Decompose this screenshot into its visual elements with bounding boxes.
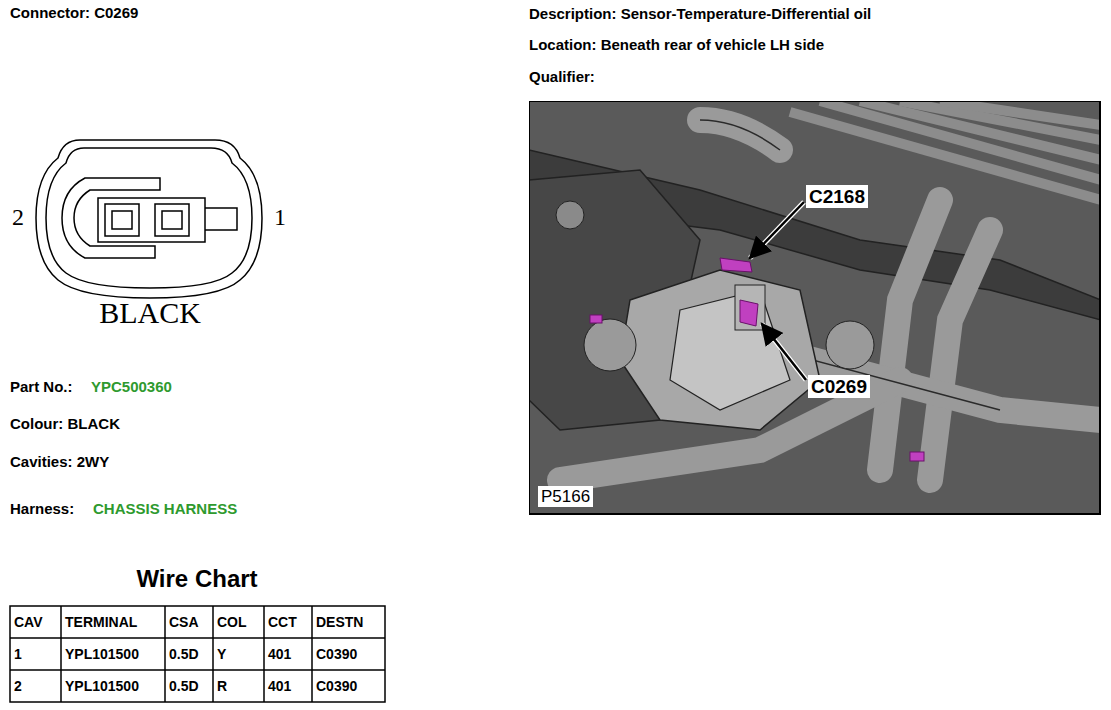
field-label: Qualifier: <box>529 69 595 84</box>
field-label: Description: Sensor-Temperature-Differen… <box>529 6 871 21</box>
harness-name: CHASSIS HARNESS <box>93 501 237 516</box>
table-cell: 2 <box>14 679 22 693</box>
pin-number: 1 <box>274 205 286 229</box>
table-cell: R <box>217 679 227 693</box>
table-cell: C0390 <box>316 679 357 693</box>
field-label: Harness: <box>10 501 74 516</box>
table-title: Wire Chart <box>136 567 257 591</box>
table-header: CCT <box>268 615 297 629</box>
table-cell: 0.5D <box>169 647 199 661</box>
figure-id: P5166 <box>538 486 593 507</box>
table-cell: 0.5D <box>169 679 199 693</box>
table-cell: YPL101500 <box>65 647 139 661</box>
table-header: CAV <box>14 615 43 629</box>
wire-chart-grid <box>10 606 385 702</box>
part-number: YPC500360 <box>91 379 172 394</box>
table-header: CSA <box>169 615 199 629</box>
callout-label: C0269 <box>808 375 870 398</box>
table-cell: 1 <box>14 647 22 661</box>
connector-colour: BLACK <box>99 298 201 328</box>
leader-arrow <box>750 202 806 380</box>
table-cell: 401 <box>268 679 291 693</box>
table-header: TERMINAL <box>65 615 137 629</box>
connector-id: Connector: C0269 <box>10 5 138 20</box>
callout-label: C2168 <box>806 185 868 208</box>
table-cell: YPL101500 <box>65 679 139 693</box>
field-label: Location: Beneath rear of vehicle LH sid… <box>529 37 824 52</box>
field-label: Part No.: <box>10 379 73 394</box>
field-label: Colour: BLACK <box>10 416 120 431</box>
table-header: DESTN <box>316 615 363 629</box>
pin-number: 2 <box>12 205 24 229</box>
field-label: Cavities: 2WY <box>10 454 109 469</box>
table-cell: Y <box>217 647 226 661</box>
table-cell: 401 <box>268 647 291 661</box>
connector-face <box>36 140 262 298</box>
vehicle-illustration <box>529 101 1101 515</box>
table-header: COL <box>217 615 247 629</box>
table-cell: C0390 <box>316 647 357 661</box>
